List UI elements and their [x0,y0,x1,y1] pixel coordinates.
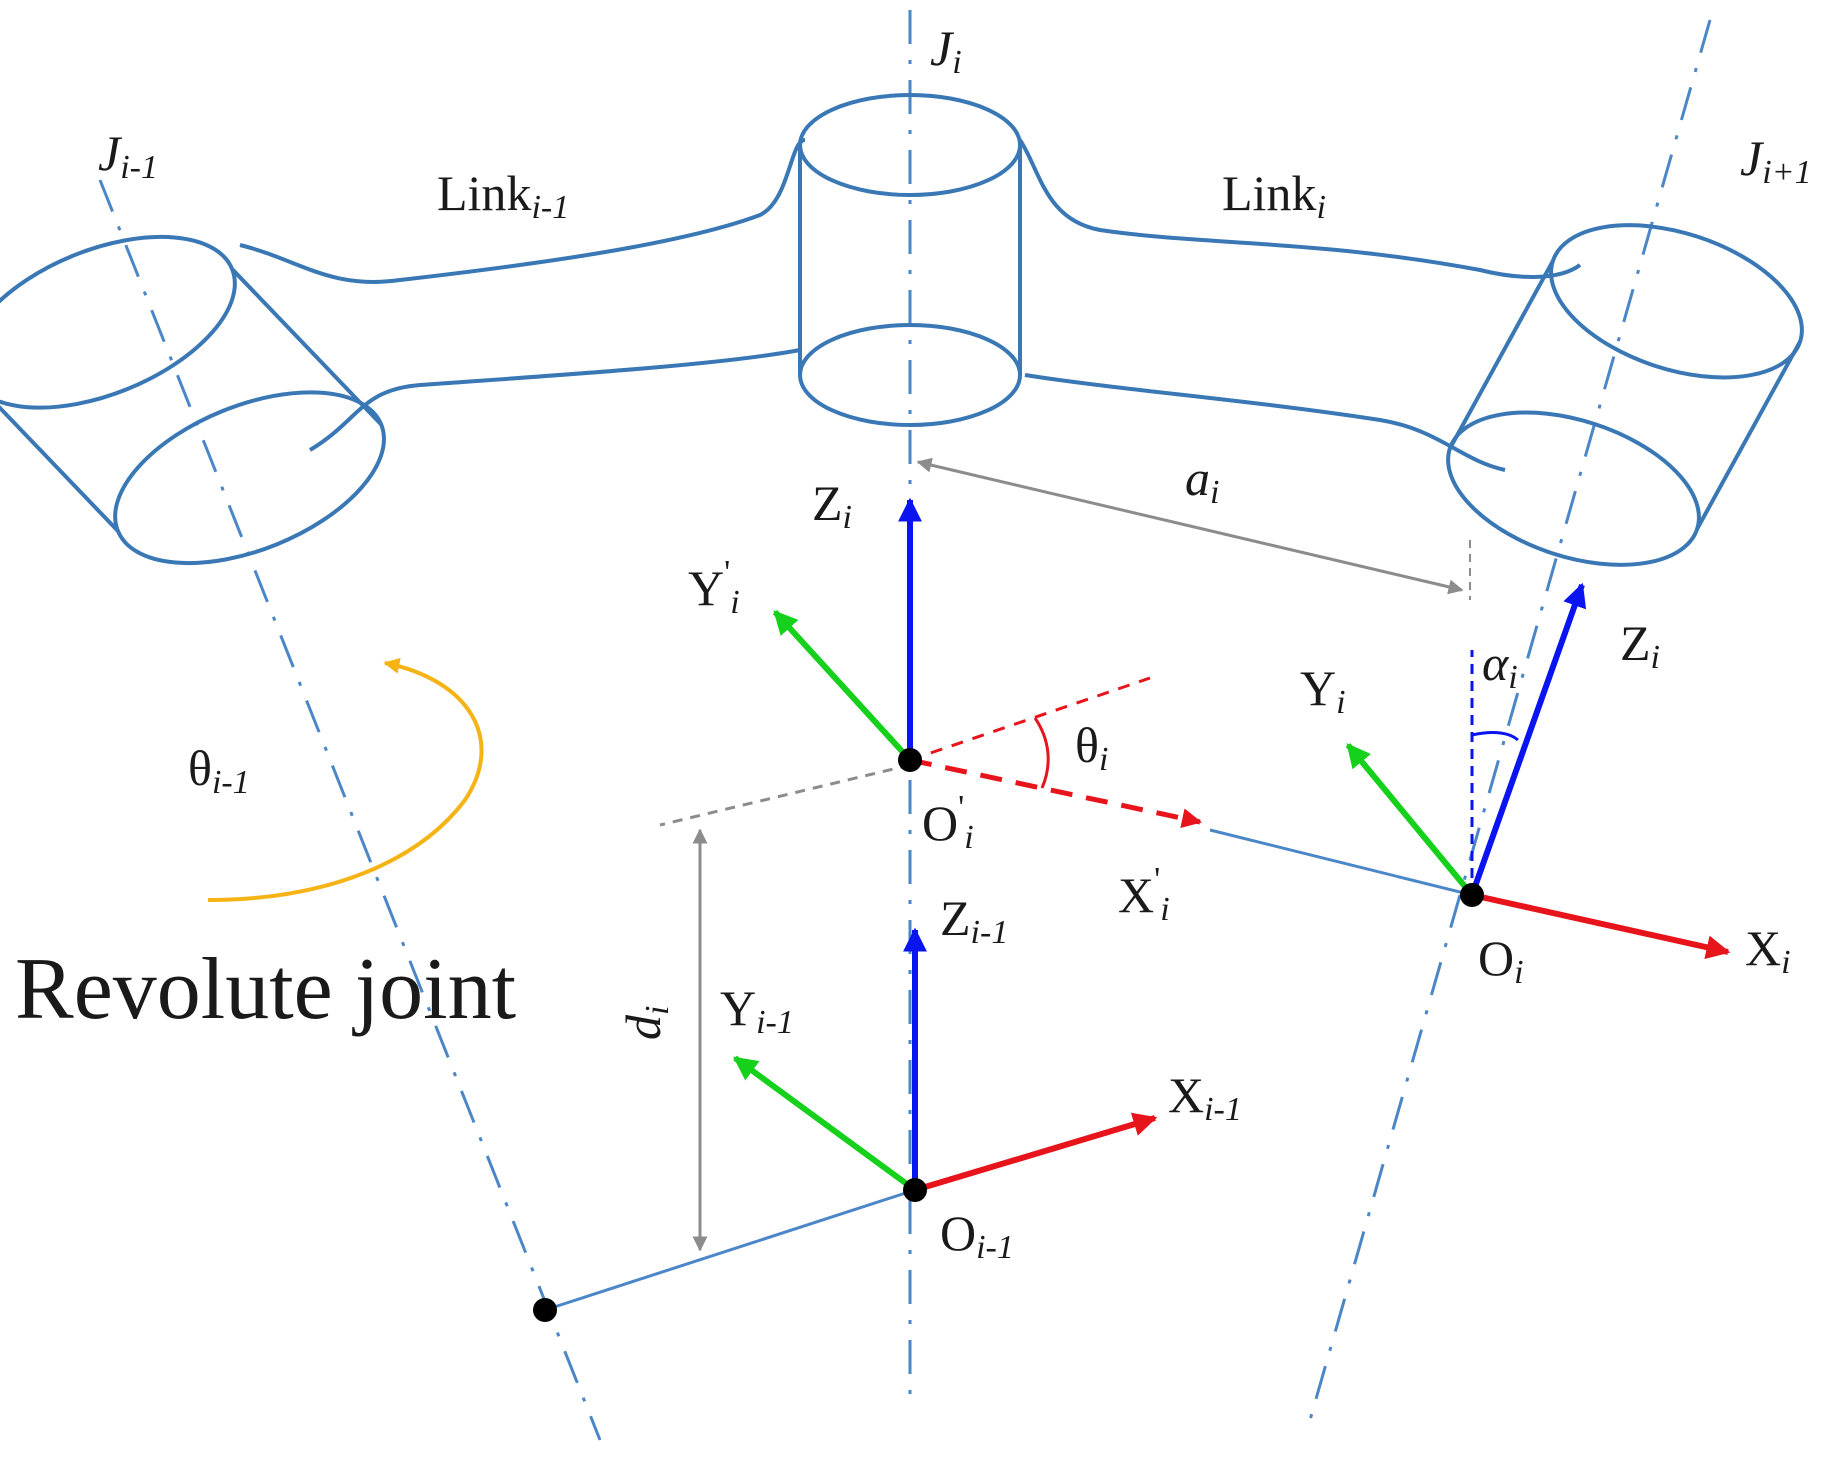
cylinder-joint-prev [0,234,386,566]
label-d-i: di [615,1006,676,1040]
label-o-i: Oi [1478,930,1524,991]
label-x-i-prime: X'i [1118,861,1170,928]
label-joint-next: Ji+1 [1740,130,1812,191]
frame-i-prime [772,497,1202,829]
origins [533,748,1484,1322]
label-o-i-minus-1: Oi-1 [940,1205,1014,1266]
alpha-angle-arc [1471,731,1519,742]
link-prev-upper-edge [239,138,806,284]
link-curr-lower-edge [1024,373,1506,472]
label-a-i: ai [1185,450,1219,511]
links [239,138,1582,472]
label-alpha-i: αi [1482,635,1518,696]
joint-axis-next [1308,19,1712,1421]
x-axis-i-minus-1 [914,1112,1158,1193]
label-theta-i-minus-1: θi-1 [188,740,250,801]
d-guide-top [659,763,911,827]
origin-o-i-minus-1 [903,1178,927,1202]
label-z-i-minus-1: Zi-1 [940,890,1008,951]
label-y-i-right: Yi [1300,660,1346,721]
joint-axis-prev [98,179,602,1441]
labels: Ji-1 Ji Ji+1 Linki-1 Linki Zi Y'i O'i X'… [15,20,1812,1266]
frame-i [1345,582,1731,960]
label-y-i-minus-1: Yi-1 [720,980,794,1041]
label-link-curr: Linki [1222,165,1326,226]
link-prev-lower-edge [308,348,801,452]
label-theta-i: θi [1075,717,1108,778]
frame-i-minus-1 [733,927,1158,1193]
cylinder-joint-next [1446,223,1804,567]
x-axis-i-right [1471,892,1731,960]
label-link-prev: Linki-1 [437,165,569,226]
label-z-i-top: Zi [812,475,852,536]
label-x-i-right: Xi [1745,920,1791,981]
label-joint-prev: Ji-1 [98,125,158,186]
origin-o-i [1460,883,1484,907]
cylinder-joint-curr [798,93,1022,427]
link-curr-upper-edge [1018,138,1582,279]
z-axis-i-right [1469,582,1587,897]
label-x-i-minus-1: Xi-1 [1168,1067,1242,1128]
joint-axes [98,10,1712,1441]
y-axis-i-prime [772,609,913,763]
label-z-i-right: Zi [1620,615,1660,676]
theta-i-angle-arc [1033,717,1050,789]
common-normal-top [1209,828,1473,897]
common-normal-bottom [544,1188,916,1312]
label-joint-curr: Ji [930,20,962,81]
foot-point-prev [533,1298,557,1322]
y-axis-i-right [1345,743,1475,897]
x-axis-i-prime [909,757,1202,829]
a-dimension-arrow [916,457,1464,595]
origin-o-i-prime [898,748,922,772]
label-o-i-prime: O'i [922,789,974,856]
caption-revolute-joint: Revolute joint [15,941,516,1038]
x-axis-i-prime-extension [909,676,1151,762]
rotation-arrow [207,657,484,902]
label-y-i-prime: Y'i [688,554,740,621]
y-axis-i-minus-1 [733,1055,917,1193]
dimensions [544,457,1473,1312]
